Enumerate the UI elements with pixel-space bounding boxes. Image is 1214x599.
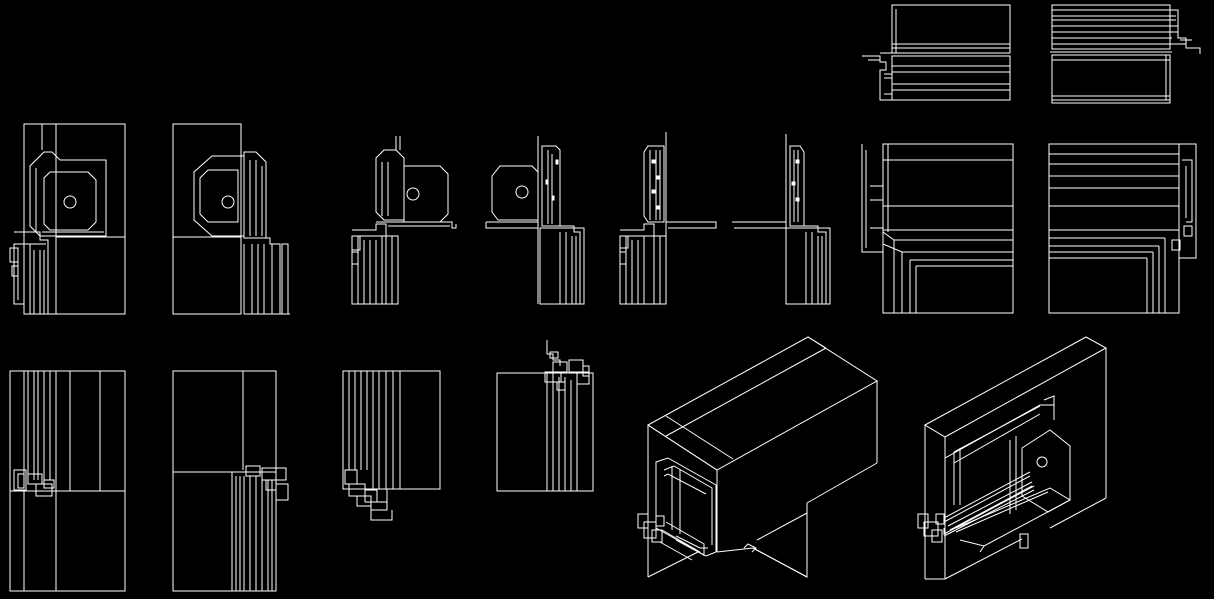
section-3 [351, 136, 457, 305]
section-5 [619, 132, 717, 305]
section-9 [342, 370, 441, 521]
section-4 [485, 136, 585, 305]
isometric-2 [917, 336, 1108, 580]
isometric-1 [637, 336, 878, 578]
section-6 [732, 134, 831, 305]
top-detail-b [1050, 4, 1201, 104]
elevation-1 [861, 143, 1014, 314]
section-8 [172, 370, 289, 592]
section-7 [9, 370, 126, 592]
section-10 [496, 340, 594, 492]
section-2 [172, 123, 290, 315]
top-detail-a [862, 4, 1011, 101]
elevation-2 [1048, 143, 1197, 314]
section-1 [9, 123, 126, 315]
